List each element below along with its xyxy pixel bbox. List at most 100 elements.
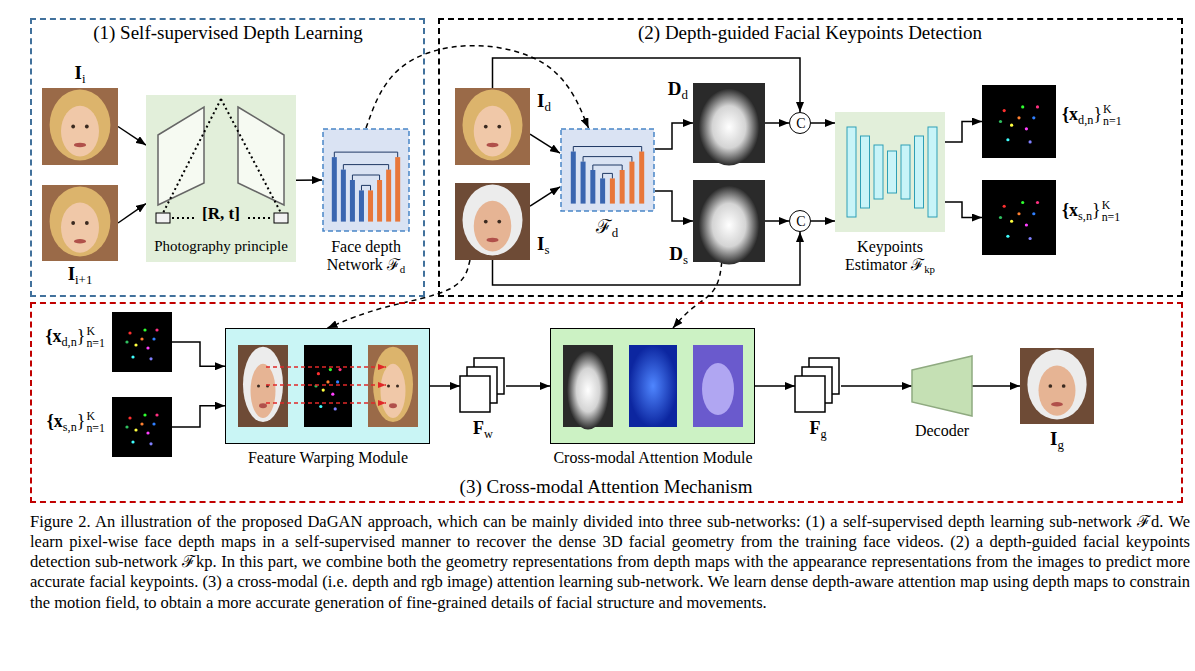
node-label: Ig (1050, 428, 1064, 453)
attention-map (629, 345, 677, 427)
math-symbol: I (537, 233, 544, 254)
keypoint-dot (334, 407, 337, 410)
node-label: {xs,n}Kn=1 (47, 411, 105, 435)
skip-connection (334, 152, 397, 157)
photography-box: [R, t]Photography principle (146, 95, 296, 262)
network-layer (639, 152, 644, 204)
estimator-layer (888, 151, 897, 193)
region-panel: (3) Cross-modal Attention Mechanism{xd,n… (30, 302, 1183, 503)
math-symbol: d (682, 87, 688, 102)
index-stack: Kn=1 (86, 411, 105, 435)
keypoint-dot (134, 428, 137, 431)
label-text: } (1092, 200, 1101, 220)
keypoint-dot (1032, 116, 1035, 119)
label-text: (2) Depth-guided Facial Keypoints Detect… (638, 22, 982, 43)
connector-arrow (945, 122, 982, 143)
eye (497, 220, 501, 224)
node-label: [R, t] (202, 204, 240, 224)
math-symbol: D (668, 78, 682, 99)
skip-connection (361, 185, 370, 190)
decoder-shape (912, 356, 972, 416)
keypoint-dot (155, 328, 158, 331)
node-label: Ii (75, 62, 86, 87)
node-label: Fg (809, 418, 826, 441)
node-label: {xs,n}Kn=1 (1062, 200, 1120, 224)
keypoint-dot (1003, 109, 1006, 112)
math-symbol: {x (1062, 200, 1078, 220)
feature-stack-icon (460, 358, 506, 414)
eye (71, 221, 75, 225)
label-text: } (1093, 104, 1102, 124)
photo-background (42, 88, 118, 165)
warp-arrow (266, 384, 386, 386)
math-symbol: d,n (61, 335, 76, 349)
keypoint-background (982, 85, 1056, 158)
node-label: (2) Depth-guided Facial Keypoints Detect… (638, 22, 982, 44)
connector-arrow (530, 187, 560, 206)
face-drawing (42, 185, 118, 261)
keypoint-dot (999, 216, 1002, 219)
keypoint-dot (1017, 116, 1020, 119)
label-text: C (796, 116, 805, 131)
keypoint-dot (999, 120, 1002, 123)
decoder-trapezoid: Decoder (912, 356, 972, 416)
keypoint-dot (1021, 201, 1024, 204)
index-stack: Kn=1 (1102, 200, 1121, 224)
face-skin (251, 364, 276, 418)
network-layer (368, 190, 373, 221)
keypoint-dot (152, 337, 155, 340)
keypoint-dot (317, 372, 320, 375)
skip-connection (583, 157, 632, 162)
keypoint-dot (146, 346, 149, 349)
keypoint-dot (1006, 235, 1009, 238)
keypoint-map-node: {xd,n}Kn=1 (112, 312, 172, 372)
face-drawing (1020, 348, 1094, 424)
eye (1048, 384, 1052, 388)
math-symbol: g (1057, 437, 1063, 452)
label-text: } (77, 411, 86, 431)
keypoint-dot (1017, 212, 1020, 215)
keypoint-dot (1006, 138, 1009, 141)
face-photo (42, 88, 118, 165)
keypoint-map-node: {xs,n}Kn=1 (112, 397, 172, 457)
connector-arrow (655, 123, 693, 149)
face-drawing (238, 345, 288, 427)
eye (396, 385, 399, 388)
depth-network-node: Face depth Network ℱd (322, 128, 410, 232)
attended-face (702, 363, 734, 415)
math-symbol: K (1103, 104, 1122, 116)
network-layer (341, 170, 346, 222)
math-symbol: n=1 (1103, 116, 1122, 128)
math-symbol: I (1050, 428, 1057, 449)
keypoint-dot (131, 355, 134, 358)
camera-geometry (146, 95, 296, 262)
network-frame (323, 129, 409, 231)
face-drawing (455, 88, 530, 165)
connector-arrow (430, 385, 460, 387)
connector-arrow (172, 406, 225, 427)
figure-caption: Figure 2. An illustration of the propose… (30, 512, 1190, 613)
hair (50, 187, 111, 257)
depth-map (693, 180, 765, 262)
image-plane (238, 107, 284, 205)
node-label: {xd,n}Kn=1 (1062, 104, 1122, 128)
node-label: C (796, 113, 805, 135)
connector-arrow (118, 127, 146, 146)
image-plane (158, 107, 204, 205)
node-label: Fw (473, 418, 493, 441)
depth-map-node: Dd (693, 83, 765, 163)
keypoint-dot (140, 337, 143, 340)
mouth (74, 239, 86, 244)
attended-feature (693, 345, 743, 427)
keypoint-dot (331, 393, 334, 396)
keypoint-dot (125, 425, 128, 428)
keypoint-dot (149, 357, 152, 360)
face-image-node: Ii+1 (42, 185, 118, 261)
hair (463, 90, 523, 161)
connector-arrow (765, 220, 789, 222)
region-panel: (1) Self-supervised Depth LearningIiIi+1… (30, 18, 425, 297)
face-drawing (42, 88, 118, 165)
keypoint-dot (152, 422, 155, 425)
node-label: Id (537, 90, 551, 115)
